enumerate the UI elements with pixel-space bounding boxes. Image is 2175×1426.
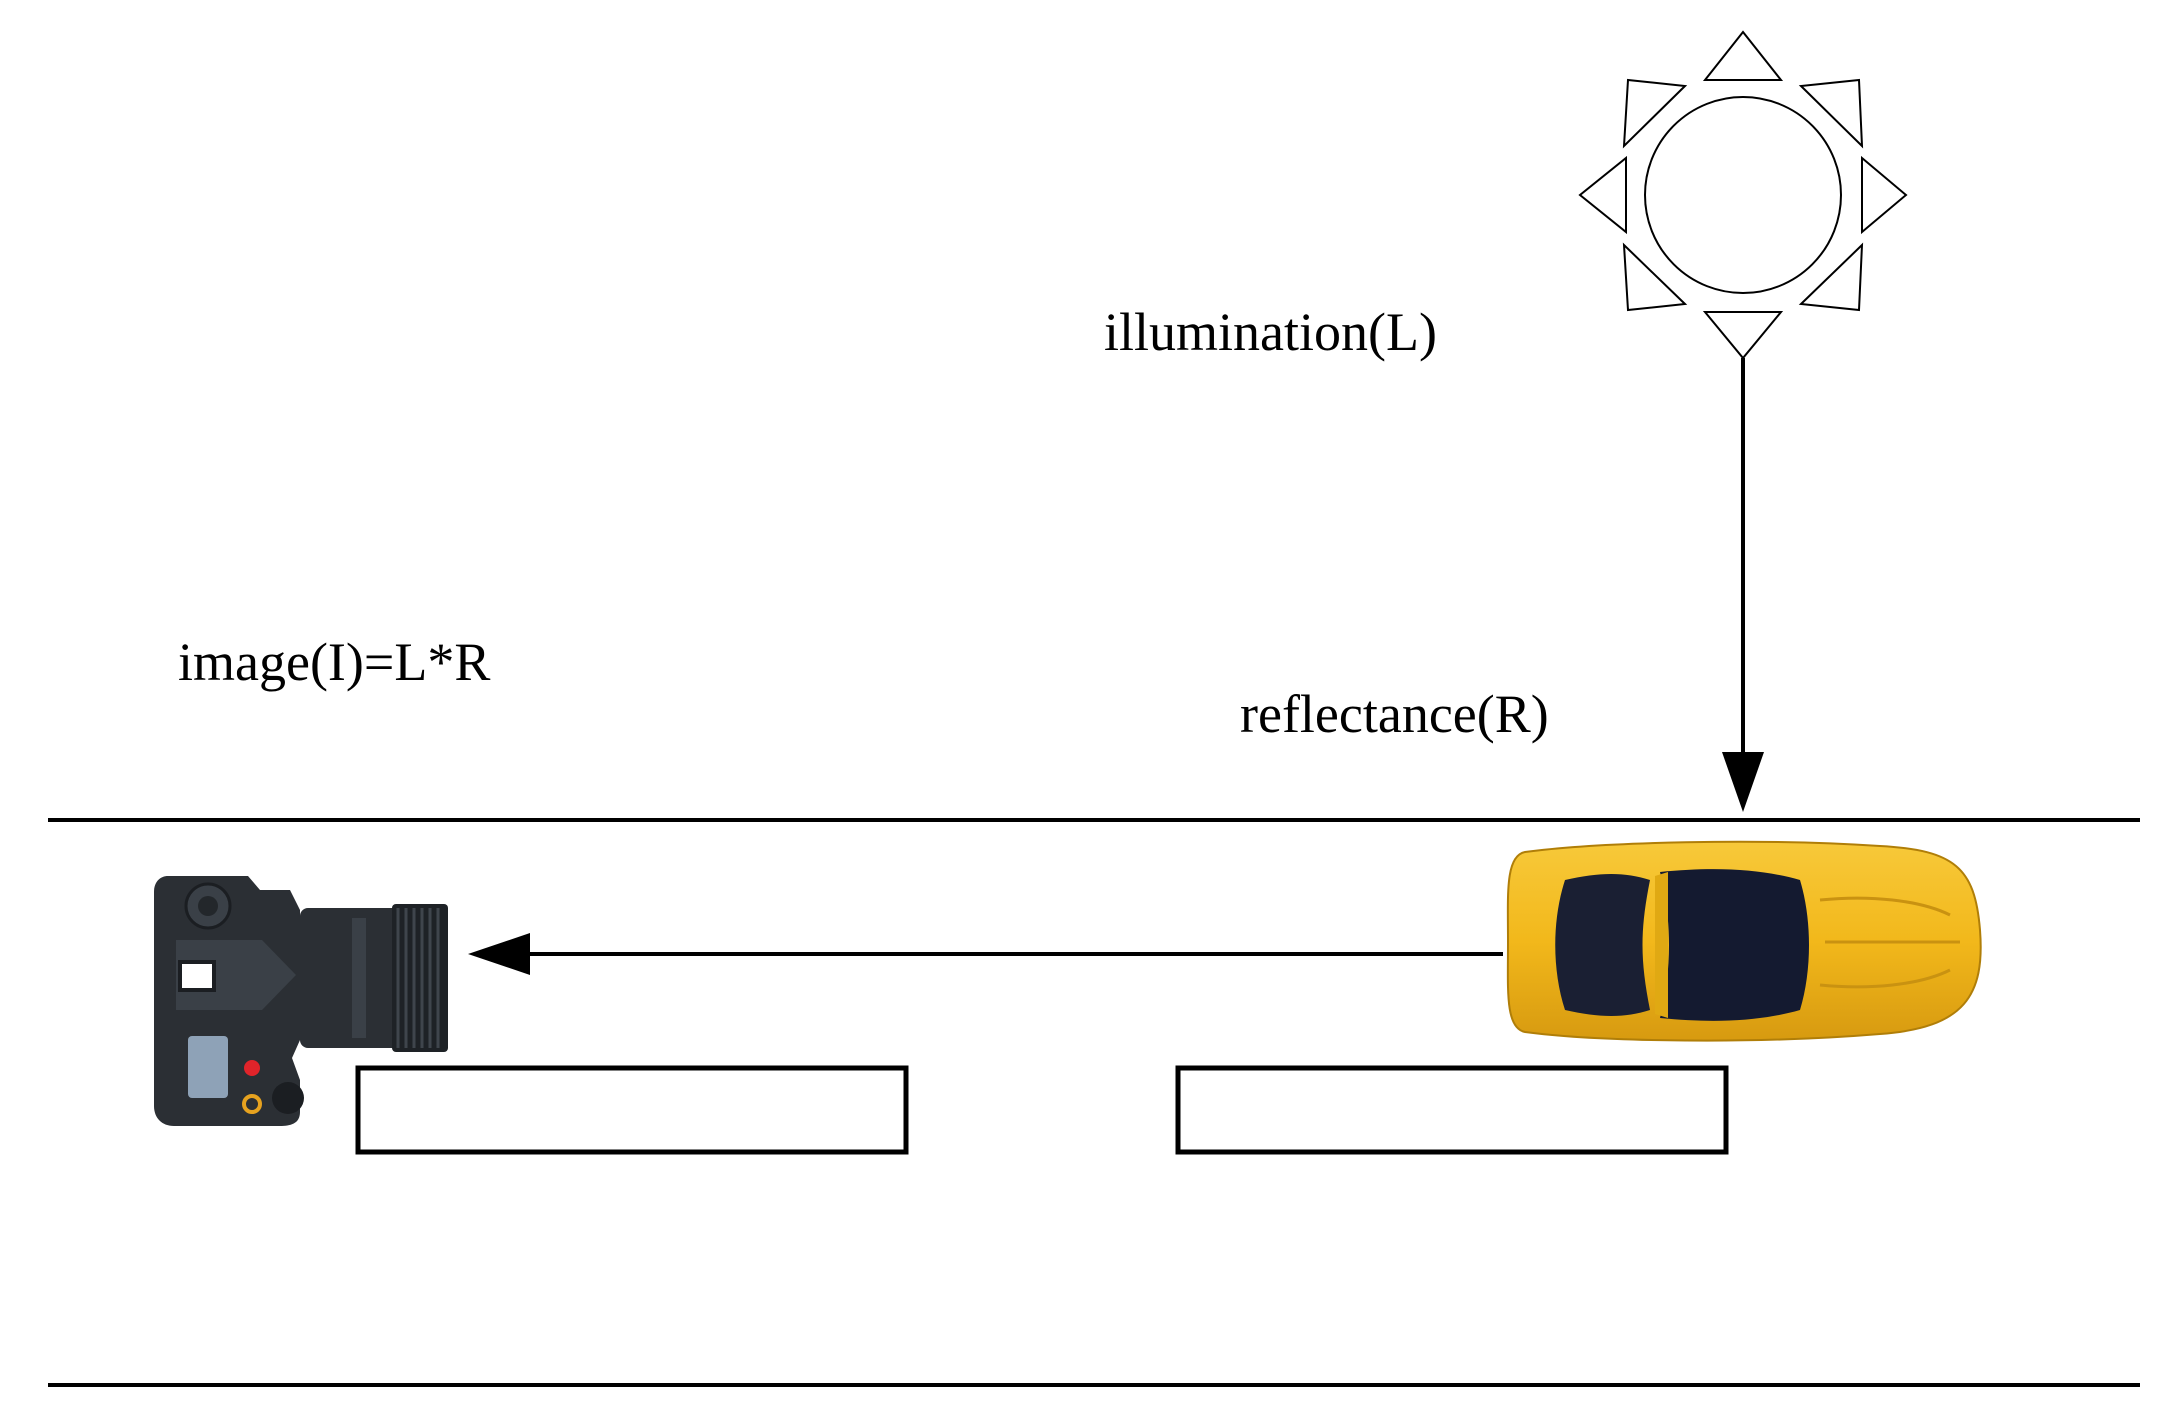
camera-red-button (244, 1060, 260, 1076)
lane-marking-right (1175, 1065, 1729, 1155)
camera-icon (154, 876, 448, 1126)
image-equation-label: image(I)=L*R (178, 632, 490, 692)
reflection-arrow-head (468, 933, 530, 975)
car-roof (1660, 869, 1809, 1021)
illumination-arrow-head (1722, 752, 1764, 812)
lane-marking-left (355, 1065, 909, 1155)
camera-orange-button (242, 1094, 262, 1114)
illumination-label: illumination(L) (1104, 302, 1437, 362)
reflectance-label: reflectance(R) (1240, 684, 1549, 744)
sun-icon (1578, 30, 1908, 360)
car-icon (1506, 840, 1982, 1042)
car-windshield (1555, 874, 1650, 1016)
camera-viewfinder (178, 960, 216, 992)
camera-screen (188, 1036, 228, 1098)
